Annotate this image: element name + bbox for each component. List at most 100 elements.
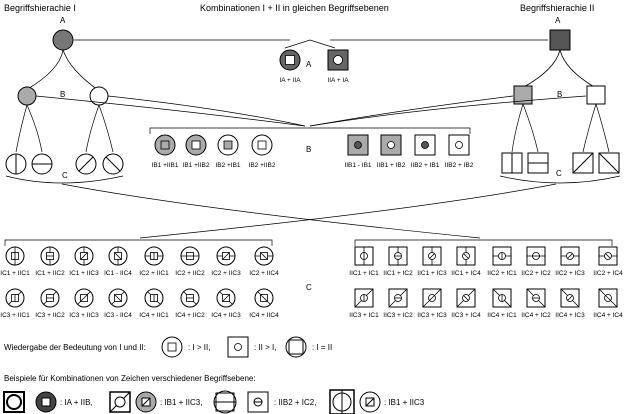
example-4-label: : IB1 + IIC3 [384, 398, 425, 407]
hierarchy-right [499, 29, 621, 184]
combo-c-right-label: IIC2 + IC1 [487, 270, 517, 277]
combo-c-right-symbol [388, 246, 408, 266]
combo-b-right-symbol [380, 134, 402, 156]
combo-c-right-symbol [598, 288, 618, 308]
combo-c-right-symbol [492, 246, 512, 266]
combo-c-right-symbol [560, 288, 580, 308]
level-b-center: B [306, 145, 311, 154]
combo-c-left-label: IC4 + IIC2 [175, 312, 205, 319]
combo-c-left-symbol [40, 288, 60, 308]
header-center: Kombinationen I + II in gleichen Begriff… [200, 3, 389, 13]
combo-c-right-label: IIC3 + IC1 [349, 312, 379, 319]
combo-b-left-symbol [251, 134, 273, 156]
example-1b-symbol [35, 391, 57, 413]
combo-c-left-symbol [180, 288, 200, 308]
combo-c-left-label: IC2 + IIC1 [139, 270, 169, 277]
combo-c-left-label: IC1 + IIC2 [35, 270, 65, 277]
combo-c-left-label: IC3 + IIC1 [0, 312, 30, 319]
example-2-label: : IB1 + IIC3, [160, 398, 202, 407]
legend-i-greater-label: : I > II, [188, 343, 210, 352]
combo-c-right-label: IIC2 + IC3 [555, 270, 585, 277]
legend-intro: Wiedergabe der Bedeutung von I und II: [4, 343, 146, 352]
combo-c-right-label: IIC1 + IC2 [383, 270, 413, 277]
combo-c-right-label: IIC4 + IC1 [487, 312, 517, 319]
node-ic4 [102, 153, 124, 175]
node-ic1 [5, 153, 27, 175]
combo-c-right-symbol [598, 246, 618, 266]
combo-b-right-symbol [347, 134, 369, 156]
node-iic1 [501, 152, 523, 174]
node-ic3 [75, 153, 97, 175]
combo-c-right-symbol [526, 246, 546, 266]
combo-c-right-symbol [456, 246, 476, 266]
combo-c-left-label: IC3 - IIC4 [104, 312, 132, 319]
example-3-label: : IIB2 + IC2, [274, 398, 316, 407]
combo-c-right-label: IIC2 + IC2 [521, 270, 551, 277]
combo-b-right-label: IIB1 + IB2 [377, 162, 406, 169]
combo-a-symbol [279, 49, 301, 71]
combo-b-right-label: IIB1 - IB1 [344, 162, 371, 169]
node-iic3 [572, 152, 594, 174]
combo-a-label: IA + IIA [279, 77, 301, 84]
level-a-right: A [555, 16, 561, 25]
combo-c-right-symbol [560, 246, 580, 266]
level-a-center: A [306, 60, 312, 69]
combo-c-right-label: IIC3 + IC2 [383, 312, 413, 319]
combo-c-left-symbol [216, 246, 236, 266]
combo-c-right-symbol [526, 288, 546, 308]
combo-c-left-symbol [40, 246, 60, 266]
node-iib2 [586, 85, 606, 105]
combo-c-left-symbol [216, 288, 236, 308]
combo-c-right-label: IIC4 + IC2 [521, 312, 551, 319]
combo-a-label: IIA + IA [327, 77, 349, 84]
combo-b-right-symbol [414, 134, 436, 156]
node-iia [549, 29, 571, 51]
combo-c-right-symbol [354, 288, 374, 308]
combo-c-left-symbol [144, 246, 164, 266]
level-b-left: B [60, 90, 65, 99]
combo-c-right-symbol [388, 288, 408, 308]
combo-c-left-label: IC4 + IIC4 [249, 312, 279, 319]
combo-b-left-label: IB2 +IB1 [215, 162, 240, 169]
top-combination-group: IA + IIA IIA + IA [279, 49, 349, 84]
node-ib1 [17, 86, 37, 106]
combo-b-right-label: IIB2 + IB2 [445, 162, 474, 169]
combo-c-right-symbol [354, 246, 374, 266]
header-left: Begriffshierachie I [4, 3, 76, 13]
combo-b-left-label: IB1 +IIB1 [152, 162, 179, 169]
combo-c-left-label: IC2 + IIC4 [249, 270, 279, 277]
node-ic2 [31, 153, 53, 175]
legend-i-greater-symbol [161, 336, 183, 358]
combo-c-right-symbol [422, 246, 442, 266]
combo-c-right-label: IIC3 + IC4 [451, 312, 481, 319]
combo-b-left-symbol [154, 134, 176, 156]
legend-symbols: : I > II, : II > I, : I = II [161, 336, 332, 358]
combo-c-right-label: IIC4 + IC4 [593, 312, 623, 319]
level-c-right: C [556, 169, 562, 178]
combo-c-left-label: IC1 + IIC1 [0, 270, 30, 277]
example-3-symbol [213, 390, 237, 414]
combo-c-left-label: IC2 + IIC2 [175, 270, 205, 277]
combo-c-left-symbol [108, 246, 128, 266]
combo-c-left-label: IC1 + IIC3 [69, 270, 99, 277]
combo-c-left-symbol [74, 246, 94, 266]
combo-a-symbol [327, 49, 349, 71]
combo-c-right-label: IIC1 + IC4 [451, 270, 481, 277]
example-1-label: : IA + IIB, [60, 398, 93, 407]
combo-c-left-symbol [144, 288, 164, 308]
legend-ii-greater-label: : II > I, [254, 343, 276, 352]
legend-ii-greater-symbol [227, 336, 249, 358]
combo-c-left-symbol [5, 246, 25, 266]
combo-c-right-symbol [456, 288, 476, 308]
node-ia [52, 29, 74, 51]
combo-c-left-symbol [254, 288, 274, 308]
level-b-right: B [557, 90, 562, 99]
combo-c-left-symbol [5, 288, 25, 308]
example-symbols: : IA + IIB, : IB1 + IIC3, : IIB2 + IC2, : I… [3, 389, 425, 414]
examples-intro: Beispiele für Kombinationen von Zeichen … [4, 374, 256, 383]
legend-equal-label: : I = II [312, 343, 332, 352]
combo-c-left-label: IC4 + IIC1 [139, 312, 169, 319]
